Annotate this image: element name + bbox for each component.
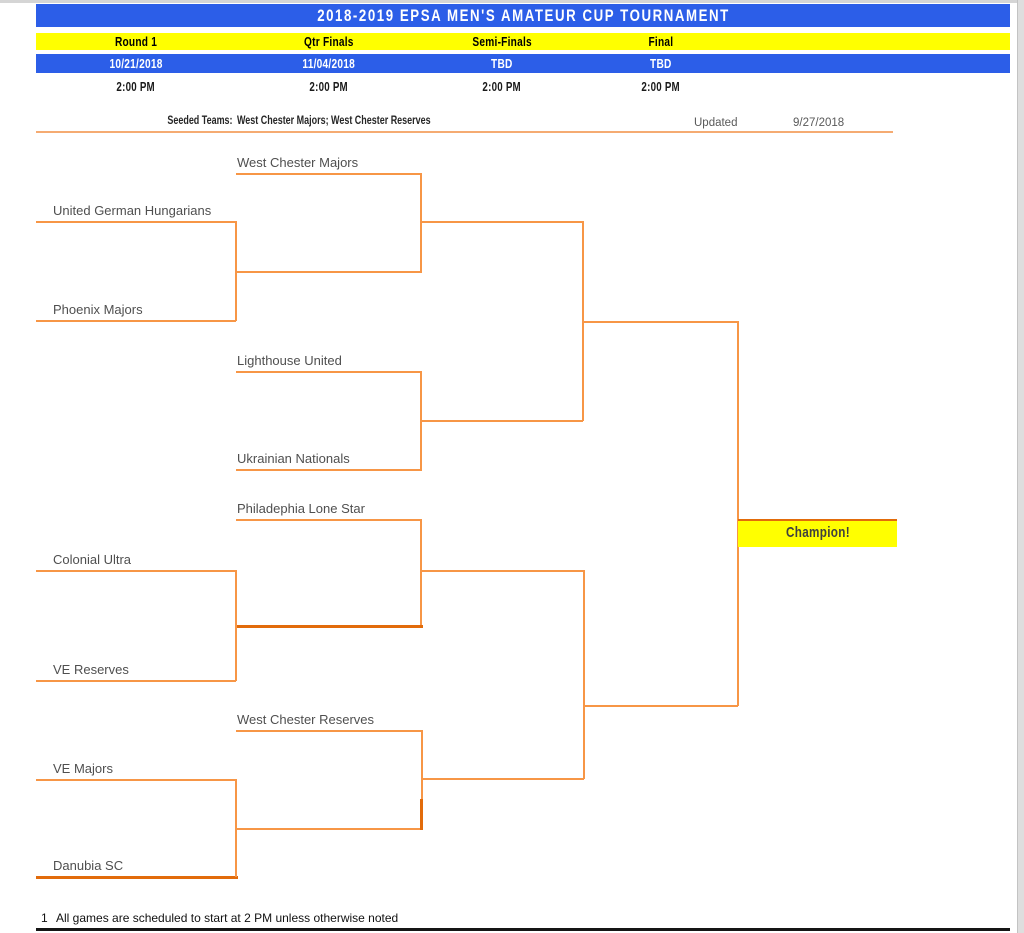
- team-label-ve-reserves: VE Reserves: [53, 662, 129, 677]
- label-text: Qtr Finals: [303, 34, 354, 49]
- label-text: 2:00 PM: [116, 80, 156, 94]
- bracket-line-24: [420, 173, 422, 272]
- label-text: 11/04/2018: [302, 56, 355, 71]
- team-label-phoenix-majors: Phoenix Majors: [53, 302, 143, 317]
- bracket-line-4: [36, 680, 236, 682]
- round-date-4: TBD: [583, 54, 738, 73]
- footnote-number: 1: [41, 911, 48, 925]
- round-header-3: Semi-Finals: [421, 33, 583, 50]
- team-label-ve-majors: VE Majors: [53, 761, 113, 776]
- bracket-line-5: [36, 779, 236, 781]
- window-top-edge: [0, 0, 1024, 3]
- seeded-teams-label: Seeded Teams:: [167, 115, 233, 127]
- bracket-line-8: [236, 271, 422, 273]
- bracket-line-1: [36, 221, 236, 223]
- bottom-rule: [36, 928, 1010, 931]
- champion-box: Champion!: [738, 519, 897, 547]
- bracket-line-16: [421, 420, 583, 422]
- title-banner: 2018-2019 EPSA MEN'S AMATEUR CUP TOURNAM…: [36, 4, 1010, 27]
- round-header-1: Round 1: [36, 33, 236, 50]
- round-date-2: 11/04/2018: [236, 54, 421, 73]
- round-time-3: 2:00 PM: [421, 79, 583, 95]
- team-label-colonial-ultra: Colonial Ultra: [53, 552, 132, 567]
- page-title: 2018-2019 EPSA MEN'S AMATEUR CUP TOURNAM…: [316, 6, 730, 25]
- bracket-line-18: [421, 778, 584, 780]
- round-time-4: 2:00 PM: [583, 79, 738, 95]
- label-text: 2:00 PM: [309, 80, 348, 94]
- bracket-line-14: [236, 828, 422, 830]
- label-text: Round 1: [114, 34, 158, 49]
- footnote-text: All games are scheduled to start at 2 PM…: [56, 911, 399, 925]
- label-text: 2:00 PM: [482, 80, 522, 94]
- champion-label: Champion!: [785, 524, 850, 541]
- round-time-2: 2:00 PM: [236, 79, 421, 95]
- bracket-line-3: [36, 570, 236, 572]
- header-divider-line: [36, 131, 893, 133]
- bracket-line-22: [235, 570, 237, 681]
- window-right-edge: [1017, 0, 1024, 933]
- bracket-line-20: [584, 705, 738, 707]
- bracket-line-19: [583, 321, 738, 323]
- round-names-band: Round 1 Qtr Finals Semi-Finals Final: [36, 33, 1010, 50]
- team-label-danubia-sc: Danubia SC: [53, 858, 124, 873]
- bracket-line-11: [236, 519, 422, 521]
- team-label-united-german-hungarians: United German Hungarians: [53, 203, 212, 218]
- bracket-line-30: [583, 570, 585, 779]
- label-text: Semi-Finals: [472, 34, 532, 49]
- label-text: TBD: [649, 56, 672, 71]
- team-label-ukrainian-nationals: Ukrainian Nationals: [237, 451, 350, 466]
- label-text: TBD: [491, 56, 513, 71]
- round-date-3: TBD: [421, 54, 583, 73]
- bracket-line-9: [236, 371, 422, 373]
- bracket-line-26: [420, 519, 422, 625]
- label-text: 2:00 PM: [641, 80, 680, 94]
- updated-date: 9/27/2018: [793, 117, 845, 129]
- round-header-2: Qtr Finals: [236, 33, 421, 50]
- bracket-line-10: [236, 469, 422, 471]
- round-dates-band: 10/21/2018 11/04/2018 TBD TBD: [36, 54, 1010, 73]
- bracket-line-6: [36, 876, 238, 879]
- bracket-line-31: [737, 321, 739, 706]
- seeded-teams-value: West Chester Majors; West Chester Reserv…: [237, 115, 431, 127]
- team-label-philadephia-lone-star: Philadephia Lone Star: [237, 501, 365, 516]
- label-text: Final: [648, 34, 673, 49]
- bracket-line-21: [235, 221, 237, 321]
- bracket-line-23: [235, 779, 237, 877]
- round-header-4: Final: [583, 33, 738, 50]
- bracket-line-17: [421, 570, 584, 572]
- label-text: 10/21/2018: [109, 56, 163, 71]
- updated-label: Updated: [694, 117, 738, 129]
- team-label-west-chester-majors: West Chester Majors: [237, 155, 359, 170]
- round-time-1: 2:00 PM: [36, 79, 236, 95]
- team-label-lighthouse-united: Lighthouse United: [237, 353, 342, 368]
- bracket-line-7: [236, 173, 422, 175]
- bracket-line-12: [236, 625, 423, 628]
- bracket-line-15: [421, 221, 583, 223]
- bracket-line-25: [420, 371, 422, 470]
- bracket-line-29: [582, 221, 584, 421]
- team-label-west-chester-reserves: West Chester Reserves: [237, 712, 375, 727]
- bracket-line-27: [421, 730, 423, 800]
- round-date-1: 10/21/2018: [36, 54, 236, 73]
- bracket-line-2: [36, 320, 236, 322]
- bracket-line-13: [236, 730, 422, 732]
- bracket-line-28: [420, 799, 423, 830]
